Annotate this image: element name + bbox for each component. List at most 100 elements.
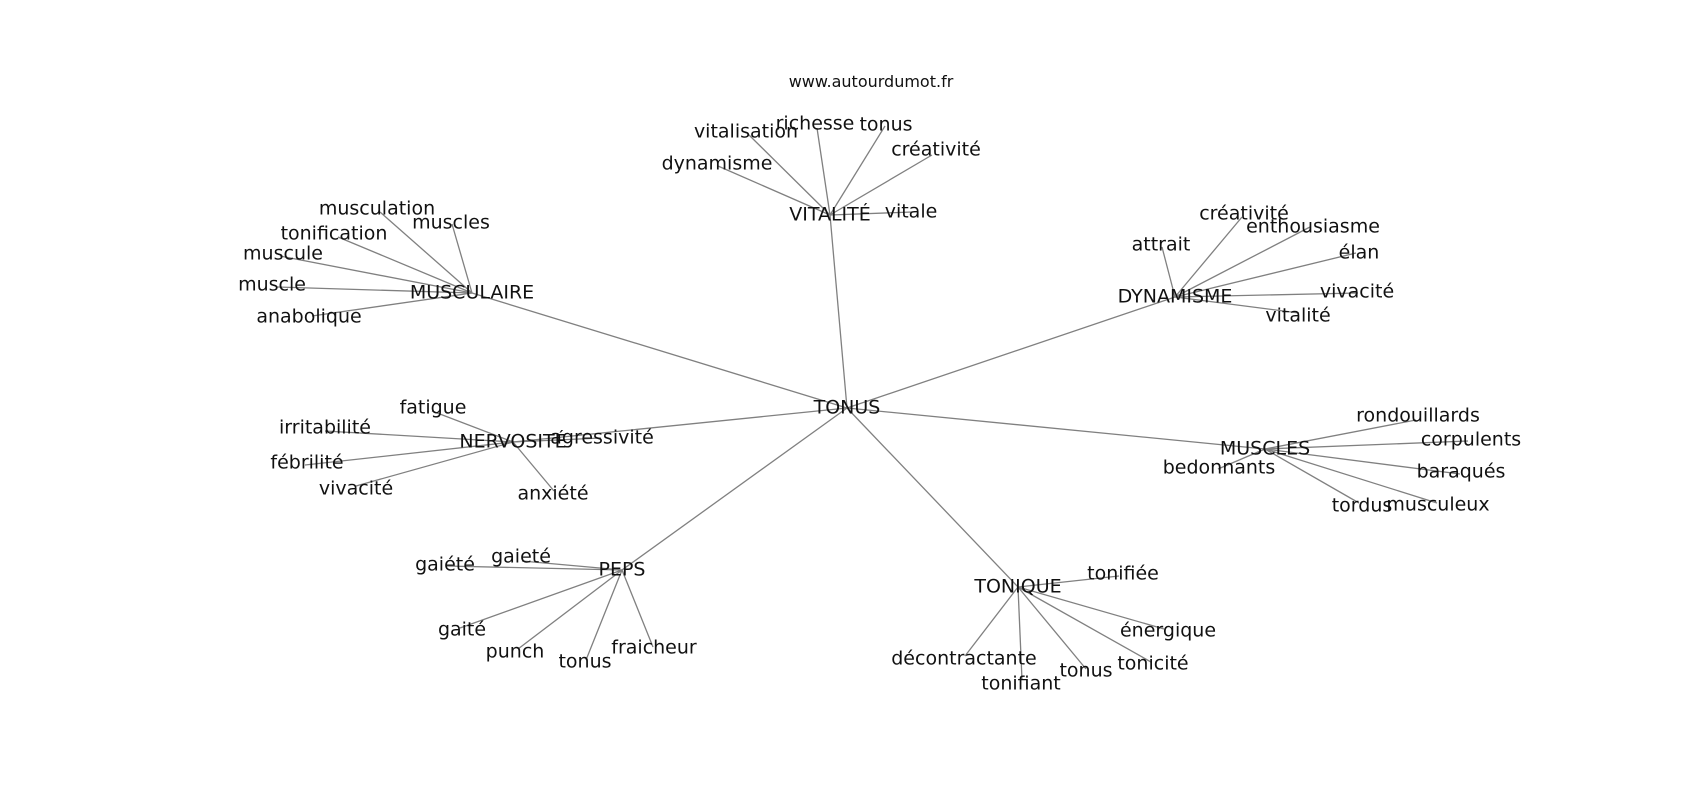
word-node[interactable]: énergique [1120, 620, 1216, 642]
word-node[interactable]: gaité [438, 619, 486, 641]
word-node[interactable]: enthousiasme [1246, 216, 1380, 238]
word-node[interactable]: baraqués [1417, 461, 1506, 483]
edge-cluster-to-word [1174, 252, 1357, 298]
word-node[interactable]: tonus [859, 114, 912, 136]
word-node[interactable]: musculation [319, 198, 435, 220]
word-node[interactable]: tordus [1332, 495, 1393, 517]
word-node[interactable]: richesse [776, 113, 855, 135]
edge-cluster-to-word [816, 127, 831, 216]
edge-cluster-to-word [431, 410, 514, 443]
word-node[interactable]: agressivité [550, 427, 654, 449]
word-node[interactable]: rondouillards [1356, 405, 1480, 427]
word-node[interactable]: gaieté [491, 546, 551, 568]
edge-cluster-to-word [1174, 216, 1243, 298]
edge-cluster-to-word [621, 569, 654, 648]
cluster-node[interactable]: DYNAMISME [1118, 286, 1233, 308]
word-node[interactable]: tonus [558, 651, 611, 673]
edge-cluster-to-word [1017, 586, 1152, 663]
graph-edges [276, 125, 1469, 681]
word-node[interactable]: vivacité [319, 478, 393, 500]
cluster-node[interactable]: VITALITÉ [789, 203, 871, 226]
word-node[interactable]: anxiété [517, 483, 588, 505]
word-node[interactable]: vivacité [1320, 281, 1394, 303]
word-node[interactable]: anabolique [256, 306, 361, 328]
word-node[interactable]: décontractante [891, 648, 1037, 670]
edge-cluster-to-word [1264, 448, 1438, 504]
cluster-node[interactable]: MUSCULAIRE [410, 282, 534, 304]
edge-cluster-to-word [829, 125, 886, 216]
site-caption[interactable]: www.autourdumot.fr [789, 72, 954, 91]
edge-cluster-to-word [324, 430, 514, 443]
edge-center-to-cluster [471, 292, 848, 409]
word-node[interactable]: fatigue [400, 397, 467, 419]
center-node[interactable]: TONUS [813, 397, 881, 419]
edge-cluster-to-word [585, 569, 623, 661]
word-node[interactable]: dynamisme [662, 153, 773, 175]
edge-cluster-to-word [276, 286, 473, 294]
word-node[interactable]: tonicité [1117, 653, 1188, 675]
word-node[interactable]: tonus [1059, 660, 1112, 682]
edge-cluster-to-word [1264, 448, 1360, 504]
edge-cluster-to-word [337, 236, 473, 294]
edge-cluster-to-word [1217, 448, 1266, 470]
edge-center-to-cluster [846, 407, 1019, 588]
edge-cluster-to-word [512, 437, 602, 443]
word-node[interactable]: muscles [412, 212, 490, 234]
word-node[interactable]: attrait [1132, 234, 1191, 256]
edge-cluster-to-word [1017, 575, 1120, 588]
word-node[interactable]: tonifiant [981, 673, 1061, 695]
word-node[interactable]: tonification [281, 223, 388, 245]
edge-cluster-to-word [964, 586, 1019, 657]
edge-center-to-cluster [846, 407, 1266, 450]
edge-cluster-to-word [445, 565, 623, 571]
word-node[interactable]: vitale [885, 201, 938, 223]
word-node[interactable]: muscule [243, 243, 323, 265]
edge-cluster-to-word [279, 255, 473, 294]
edge-cluster-to-word [829, 211, 913, 216]
edge-cluster-to-word [717, 165, 831, 216]
word-node[interactable]: créativité [891, 139, 981, 161]
edge-center-to-cluster [512, 407, 848, 443]
edge-cluster-to-word [1264, 419, 1417, 450]
word-node[interactable]: élan [1339, 242, 1380, 264]
word-node[interactable]: muscle [238, 274, 306, 296]
edge-cluster-to-word [451, 223, 473, 294]
cluster-node[interactable]: PEPS [599, 559, 646, 581]
edge-cluster-to-word [1174, 296, 1300, 314]
edge-cluster-to-word [512, 441, 555, 492]
word-node[interactable]: créativité [1199, 203, 1289, 225]
edge-cluster-to-word [829, 154, 933, 216]
edge-cluster-to-word [311, 292, 473, 317]
edge-cluster-to-word [1264, 448, 1461, 475]
edge-cluster-to-word [1174, 226, 1311, 298]
edge-cluster-to-word [459, 569, 623, 629]
edge-center-to-cluster [829, 214, 848, 409]
word-node[interactable]: corpulents [1421, 429, 1521, 451]
edge-cluster-to-word [747, 133, 831, 216]
edge-cluster-to-word [1017, 586, 1087, 670]
edge-cluster-to-word [521, 560, 623, 571]
word-node[interactable]: irritabilité [279, 417, 371, 439]
word-node[interactable]: punch [486, 641, 545, 663]
edge-cluster-to-word [517, 569, 623, 650]
edge-cluster-to-word [1161, 246, 1176, 298]
word-node[interactable]: musculeux [1386, 494, 1489, 516]
edge-cluster-to-word [379, 211, 473, 294]
edge-cluster-to-word [1174, 292, 1359, 298]
edge-cluster-to-word [355, 441, 514, 487]
word-node[interactable]: gaiété [415, 554, 475, 576]
cluster-node[interactable]: TONIQUE [973, 576, 1061, 598]
word-node[interactable]: bedonnants [1163, 457, 1276, 479]
word-node[interactable]: vitalisation [694, 121, 798, 143]
cluster-node[interactable]: NERVOSITÉ [459, 430, 566, 453]
edge-cluster-to-word [304, 441, 514, 466]
cluster-node[interactable]: MUSCLES [1220, 438, 1310, 460]
edge-center-to-cluster [846, 296, 1176, 409]
word-node[interactable]: tonifiée [1087, 563, 1159, 585]
word-node[interactable]: vitalité [1265, 305, 1330, 327]
edge-cluster-to-word [1264, 440, 1469, 450]
word-node[interactable]: fraicheur [611, 637, 697, 659]
word-node[interactable]: fébrilité [270, 452, 343, 474]
